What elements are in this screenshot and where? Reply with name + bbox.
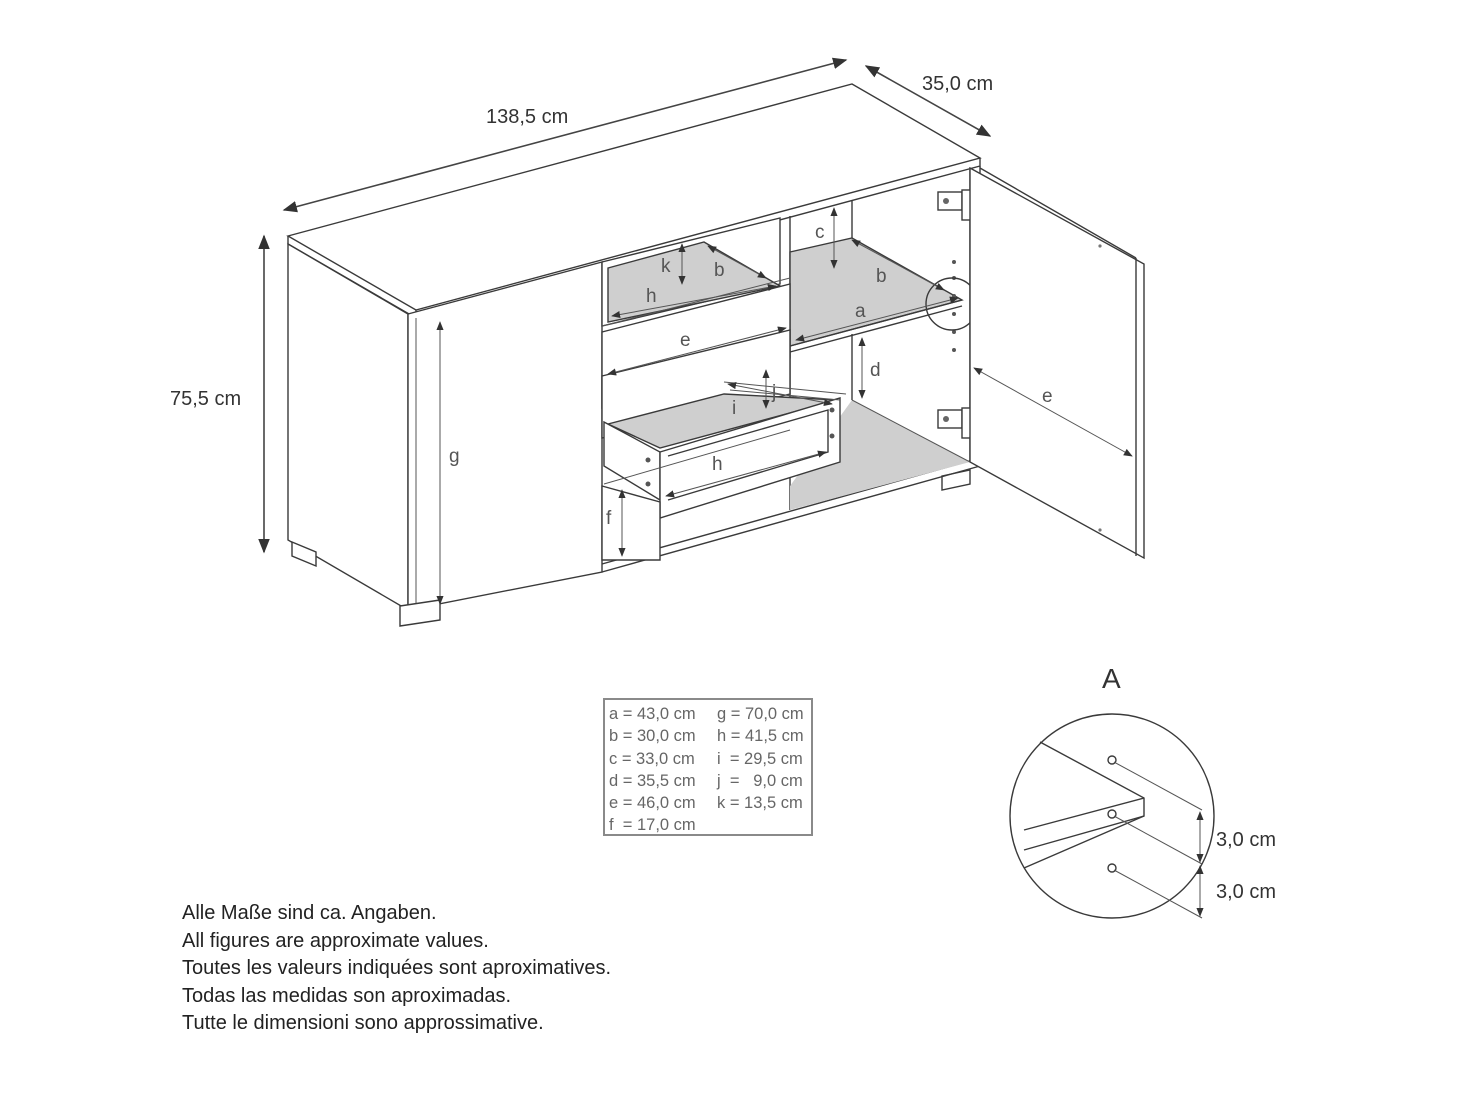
right-door: [969, 166, 1145, 560]
detail-title: A: [1102, 663, 1121, 694]
legend-entry: e = 46,0 cm: [609, 794, 696, 813]
dimension-arrow-a: [795, 296, 959, 342]
dimension-arrow-h-upper: [611, 283, 777, 319]
label-e-door: e: [1042, 386, 1053, 407]
legend-entry: f = 17,0 cm: [609, 816, 696, 835]
depth-dimension-line: [864, 65, 992, 137]
disclaimer: Alle Maße sind ca. Angaben. All figures …: [182, 900, 611, 1038]
label-a: a: [855, 301, 866, 322]
detail-a: A 3,0 cm 3,0 cm: [1009, 663, 1276, 919]
label-g: g: [449, 446, 460, 467]
dimension-legend: a = 43,0 cm g = 70,0 cm b = 30,0 cm h = …: [603, 698, 813, 836]
width-label: 138,5 cm: [486, 106, 568, 128]
disclaimer-line-de: Alle Maße sind ca. Angaben.: [182, 902, 437, 924]
hole-spacing-label-1: 3,0 cm: [1216, 829, 1276, 851]
label-b-shelf: b: [876, 266, 887, 287]
label-f: f: [606, 508, 612, 529]
label-h-upper: h: [646, 286, 657, 307]
dimension-arrow-b-upper: [707, 245, 767, 279]
legend-entry: d = 35,5 cm: [609, 771, 696, 790]
label-i: i: [732, 398, 736, 419]
legend-entry: i = 29,5 cm: [717, 749, 803, 768]
legend-entry: h = 41,5 cm: [717, 727, 804, 746]
legend-entry: k = 13,5 cm: [717, 794, 803, 813]
legend-entry: j = 9,0 cm: [717, 771, 803, 790]
legend-entry: c = 33,0 cm: [609, 749, 695, 768]
dimension-arrow-i: [727, 381, 833, 407]
label-h-drawer: h: [712, 454, 723, 475]
label-e-front: e: [680, 330, 691, 351]
label-d: d: [870, 360, 881, 381]
label-c: c: [815, 222, 825, 243]
disclaimer-line-es: Todas las medidas son aproximadas.: [182, 984, 512, 1007]
label-k: k: [661, 256, 671, 277]
legend-entry: b = 30,0 cm: [609, 727, 696, 746]
width-dimension-line: [282, 57, 848, 213]
cabinet-body: [286, 83, 982, 627]
depth-label: 35,0 cm: [922, 73, 993, 95]
dimension-arrow-h-drawer: [665, 450, 827, 498]
legend-entry: g = 70,0 cm: [717, 705, 804, 723]
disclaimer-line-it: Tutte le dimensioni sono approssimative.: [182, 1012, 544, 1034]
disclaimer-line-en: All figures are approximate values.: [182, 929, 489, 952]
legend-entry: [717, 814, 813, 836]
legend-entry: a = 43,0 cm: [609, 705, 696, 723]
dimension-arrow-b-shelf: [851, 239, 945, 291]
disclaimer-line-fr: Toutes les valeurs indiquées sont aproxi…: [182, 957, 612, 979]
left-door: [407, 261, 603, 611]
dimension-arrow-e-door: [973, 367, 1133, 457]
height-label: 75,5 cm: [170, 388, 241, 410]
label-b-upper: b: [714, 260, 725, 281]
label-j: j: [771, 382, 776, 403]
hole-spacing-label-2: 3,0 cm: [1216, 881, 1276, 903]
dimension-arrow-e-front: [607, 326, 787, 376]
